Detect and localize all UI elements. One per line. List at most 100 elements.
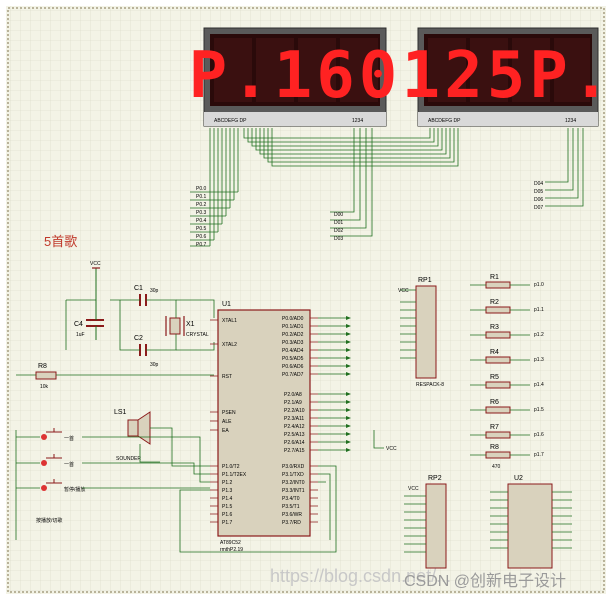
resistor-row[interactable]: R2 p1.1 [470,299,544,314]
svg-text:D03: D03 [334,236,343,242]
svg-text:P0.5/AD5: P0.5/AD5 [282,356,304,362]
svg-text:P0.3: P0.3 [196,210,207,216]
svg-text:P1.4: P1.4 [222,496,233,502]
mcu-u1[interactable]: U1 AT89C52 rmthP2.19 XTAL1 XTAL2 RST PSE… [210,301,318,553]
vcc-terminal-left: VCC [90,261,101,300]
resistor-row[interactable]: R1 p1.0 [470,274,544,289]
resistor-pack-rp1[interactable]: RP1 RESPACK-8 VCC [398,277,444,388]
svg-text:P3.6/WR: P3.6/WR [282,512,302,518]
svg-text:P2.0/A8: P2.0/A8 [284,392,302,398]
svg-text:D00: D00 [334,212,343,218]
crystal-x1[interactable]: X1 CRYSTAL [165,316,209,338]
button-2[interactable]: 一首 [41,454,74,468]
svg-text:P2.3/A11: P2.3/A11 [284,416,304,422]
svg-text:RP2: RP2 [428,475,442,482]
svg-text:P2.7/A15: P2.7/A15 [284,448,305,454]
resistor-row[interactable]: R5 p1.4 [470,374,544,389]
svg-text:P0.2: P0.2 [196,202,207,208]
display-net-labels: P0.0 P0.1 P0.2 P0.3 P0.4 P0.5 P0.6 P0.7 … [196,181,543,248]
svg-text:SOUNDER: SOUNDER [116,456,141,462]
svg-text:p1.5: p1.5 [534,407,544,413]
push-buttons[interactable]: 一首 一首 暂停/播放 按播放/切歌 [15,428,210,540]
svg-text:P1.5: P1.5 [222,504,233,510]
svg-text:R1: R1 [490,274,499,281]
svg-text:R8: R8 [490,444,499,451]
svg-text:P3.2/INT0: P3.2/INT0 [282,480,305,486]
svg-text:X1: X1 [186,321,195,328]
svg-text:P0.6: P0.6 [196,234,207,240]
svg-text:R5: R5 [490,374,499,381]
svg-text:C4: C4 [74,321,83,328]
svg-text:R2: R2 [490,299,499,306]
svg-text:470: 470 [492,464,501,470]
svg-text:一首: 一首 [64,435,74,442]
display-right-digit-labels: 1234 [565,118,576,124]
display-left-digits: P.160 [189,39,402,113]
svg-text:P1.7: P1.7 [222,520,233,526]
svg-text:U2: U2 [514,475,523,482]
svg-text:p1.7: p1.7 [534,452,544,458]
svg-text:p1.0: p1.0 [534,282,544,288]
svg-text:C1: C1 [134,285,143,292]
watermark-url: https://blog.csdn.net/... [270,566,451,586]
svg-text:XTAL2: XTAL2 [222,342,237,348]
svg-text:VCC: VCC [408,486,419,492]
sheet-border [7,7,605,593]
seven-seg-display-right[interactable]: 125P. ABCDEFG DP 1234 [402,27,614,127]
svg-text:RST: RST [222,374,232,380]
svg-text:30p: 30p [150,288,159,294]
resistor-r8[interactable]: R8 10k [16,363,214,390]
svg-text:D07: D07 [534,205,543,211]
svg-text:P0.3/AD3: P0.3/AD3 [282,340,304,346]
ic-u2[interactable]: U2 [490,475,572,569]
oscillator-wires [65,299,215,351]
svg-text:R8: R8 [38,363,47,370]
svg-text:P3.0/RXD: P3.0/RXD [282,464,305,470]
mcu-left-pins: XTAL1 XTAL2 RST PSEN ALE EA P1.0/T2 P1.1… [222,318,247,526]
svg-text:D02: D02 [334,228,343,234]
capacitor-c4[interactable]: C4 1uF [74,300,104,340]
svg-text:10k: 10k [40,384,49,390]
svg-text:RESPACK-8: RESPACK-8 [416,382,444,388]
button-1[interactable]: 一首 [41,428,74,442]
svg-text:P3.5/T1: P3.5/T1 [282,504,300,510]
svg-text:P3.3/INT1: P3.3/INT1 [282,488,305,494]
svg-text:1uF: 1uF [76,332,85,338]
svg-text:P0.6/AD6: P0.6/AD6 [282,364,304,370]
svg-text:CRYSTAL: CRYSTAL [186,332,209,338]
svg-text:EA: EA [222,428,229,434]
svg-text:P3.1/TXD: P3.1/TXD [282,472,304,478]
resistor-row[interactable]: R6 p1.5 [470,399,544,414]
vcc-terminal-center: VCC [373,430,397,452]
display-right-digits: 125P. [402,39,614,113]
svg-text:P0.5: P0.5 [196,226,207,232]
button-3[interactable]: 暂停/播放 [41,479,85,493]
svg-text:p1.1: p1.1 [534,307,544,313]
svg-text:P1.1/T2EX: P1.1/T2EX [222,472,247,478]
circuit-title: 5首歌 [44,234,77,249]
mcu-pin-stubs [210,317,318,523]
svg-text:ALE: ALE [222,419,232,425]
svg-text:D01: D01 [334,220,343,226]
svg-text:RP1: RP1 [418,277,432,284]
svg-text:R7: R7 [490,424,499,431]
resistor-row[interactable]: R8 p1.7 [470,444,544,459]
speaker-ls1[interactable]: LS1 SOUNDER [114,409,210,467]
svg-text:R6: R6 [490,399,499,406]
svg-text:LS1: LS1 [114,409,127,416]
svg-text:P0.0: P0.0 [196,186,207,192]
svg-text:R4: R4 [490,349,499,356]
svg-text:U1: U1 [222,301,231,308]
display-left-digit-labels: 1234 [352,118,363,124]
resistor-pack-rp2[interactable]: RP2 VCC [404,475,447,569]
svg-text:D04: D04 [534,181,543,187]
svg-text:XTAL1: XTAL1 [222,318,237,324]
svg-text:C2: C2 [134,335,143,342]
seven-seg-display-left[interactable]: P.160 ABCDEFG DP 1234 [189,27,402,127]
svg-text:p1.4: p1.4 [534,382,544,388]
